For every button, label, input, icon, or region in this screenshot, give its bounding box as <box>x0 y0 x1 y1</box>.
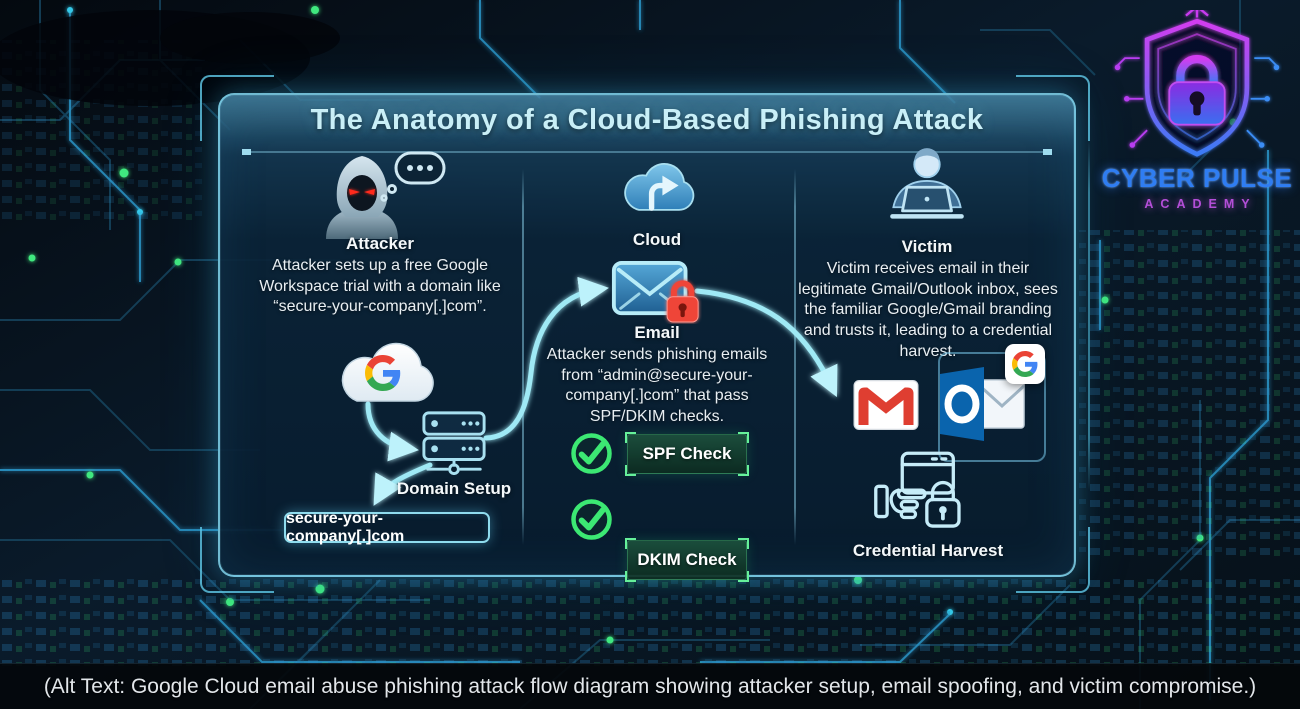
outlook-icon <box>936 362 1028 446</box>
thought-bubble-icon <box>380 151 446 202</box>
cloud-label: Cloud <box>632 230 682 249</box>
email-lock-icon <box>610 256 702 324</box>
frame-right-line <box>1088 140 1090 490</box>
credential-harvest-label: Credential Harvest <box>852 541 1004 560</box>
domain-setup-label: Domain Setup <box>396 479 512 498</box>
page-title: The Anatomy of a Cloud-Based Phishing At… <box>310 104 984 136</box>
attacker-hooded-icon <box>312 151 448 239</box>
frame-bracket-top-left <box>200 75 274 141</box>
email-description: Attacker sends phishing emails from “adm… <box>546 346 768 425</box>
caption-bar: (Alt Text: Google Cloud email abuse phis… <box>0 663 1300 709</box>
gmail-icon <box>853 380 919 430</box>
victim-description: Victim receives email in their legitimat… <box>798 260 1058 360</box>
cyber-pulse-logo: CYBER PULSE ACADEMY <box>1100 4 1294 211</box>
victim-label: Victim <box>901 237 953 256</box>
dkim-check-button: DKIM Check <box>625 538 749 582</box>
frame-bracket-top-right <box>1016 75 1090 141</box>
title-bar <box>220 95 1074 153</box>
victim-laptop-icon <box>877 148 977 232</box>
logo-name: CYBER PULSE <box>1101 163 1293 193</box>
infographic-panel: The Anatomy of a Cloud-Based Phishing At… <box>218 93 1076 582</box>
credential-harvest-icon <box>872 450 976 534</box>
email-label: Email <box>634 323 680 342</box>
logo-subtitle: ACADEMY <box>1144 197 1257 211</box>
server-icon <box>420 409 488 475</box>
google-g-badge-icon <box>1005 344 1045 384</box>
mailbox-frame <box>938 352 1046 462</box>
circuit-shield-lock-icon <box>1114 4 1280 157</box>
domain-box: secure-your-company[.]com <box>284 510 490 545</box>
title-divider <box>242 149 1052 155</box>
spf-check-label: SPF Check <box>642 444 732 463</box>
alt-text-caption: (Alt Text: Google Cloud email abuse phis… <box>43 674 1257 698</box>
dkim-check-icon <box>569 497 614 542</box>
frame-bracket-bottom-left <box>200 527 274 593</box>
attacker-label: Attacker <box>345 234 415 253</box>
dkim-check-label: DKIM Check <box>637 550 737 569</box>
spf-check-icon <box>569 431 614 476</box>
frame-bracket-bottom-right <box>1016 527 1090 593</box>
spf-check-button: SPF Check <box>625 432 749 476</box>
google-cloud-icon <box>323 333 447 411</box>
cloud-forward-icon <box>612 151 702 221</box>
attacker-description: Attacker sets up a free Google Workspace… <box>259 257 501 316</box>
